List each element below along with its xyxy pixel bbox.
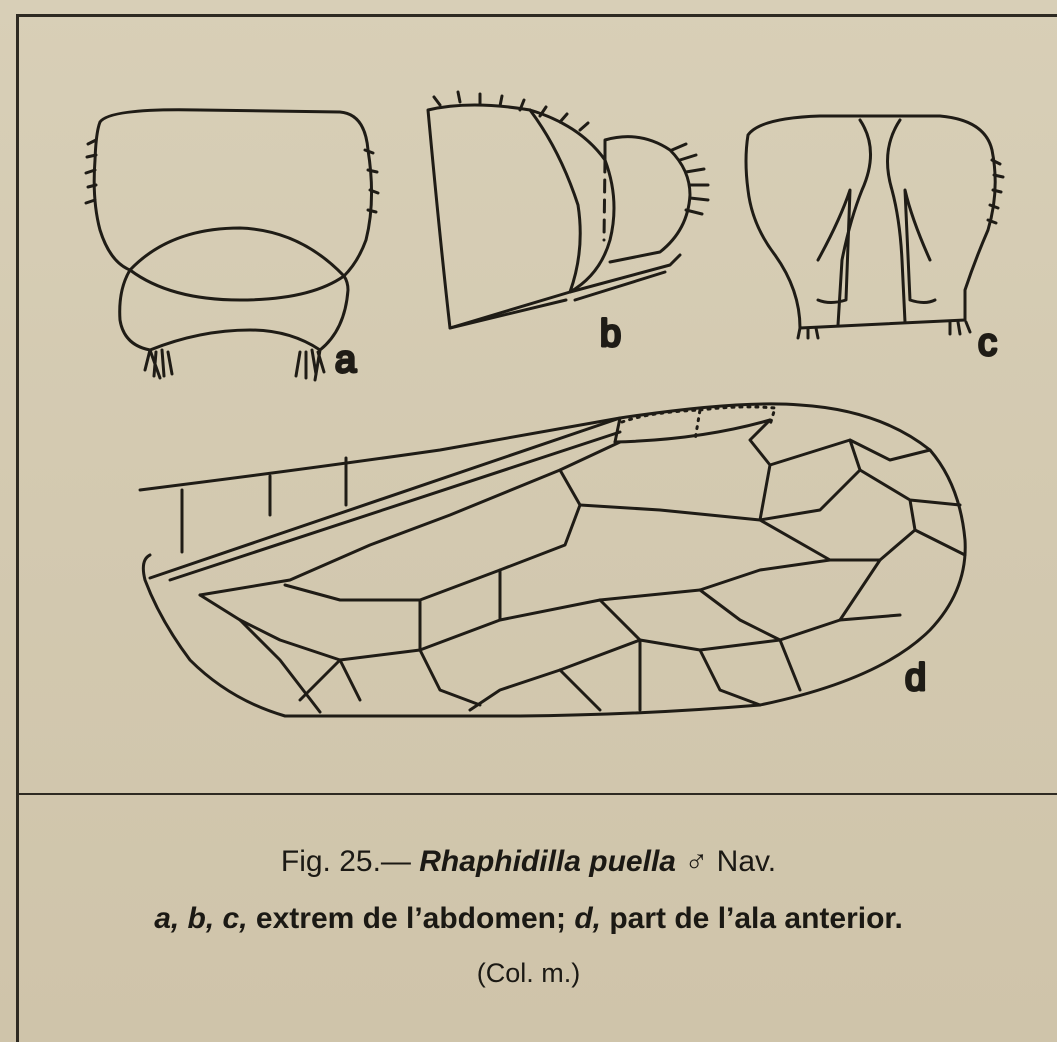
figure-illustration: a b c (0, 0, 1057, 790)
male-symbol-icon: ♂ (684, 842, 708, 878)
panel-c-drawing (746, 116, 1003, 338)
panel-label-a: a (335, 339, 357, 381)
caption-divider (16, 793, 1057, 795)
caption-line-1: Fig. 25.— Rhaphidilla puella ♂ Nav. (0, 842, 1057, 879)
panel-label-d: d (905, 657, 926, 699)
panel-d-drawing (140, 404, 965, 716)
panel-d-ref: d, (574, 902, 601, 935)
author-name: Nav. (708, 845, 776, 878)
caption-wing-text: part de l’ala anterior. (601, 902, 903, 935)
species-name: Rhaphidilla puella (419, 845, 676, 878)
panel-b-drawing (428, 92, 708, 328)
figure-number: Fig. 25.— (281, 845, 419, 878)
caption-abdomen-text: extrem de l’abdomen; (248, 902, 575, 935)
caption-line-2: a, b, c, extrem de l’abdomen; d, part de… (0, 902, 1057, 936)
panel-label-c: c (978, 322, 997, 364)
panels-abc-ref: a, b, c, (154, 902, 247, 935)
panel-label-b: b (600, 313, 621, 355)
caption-line-3: (Col. m.) (0, 958, 1057, 989)
